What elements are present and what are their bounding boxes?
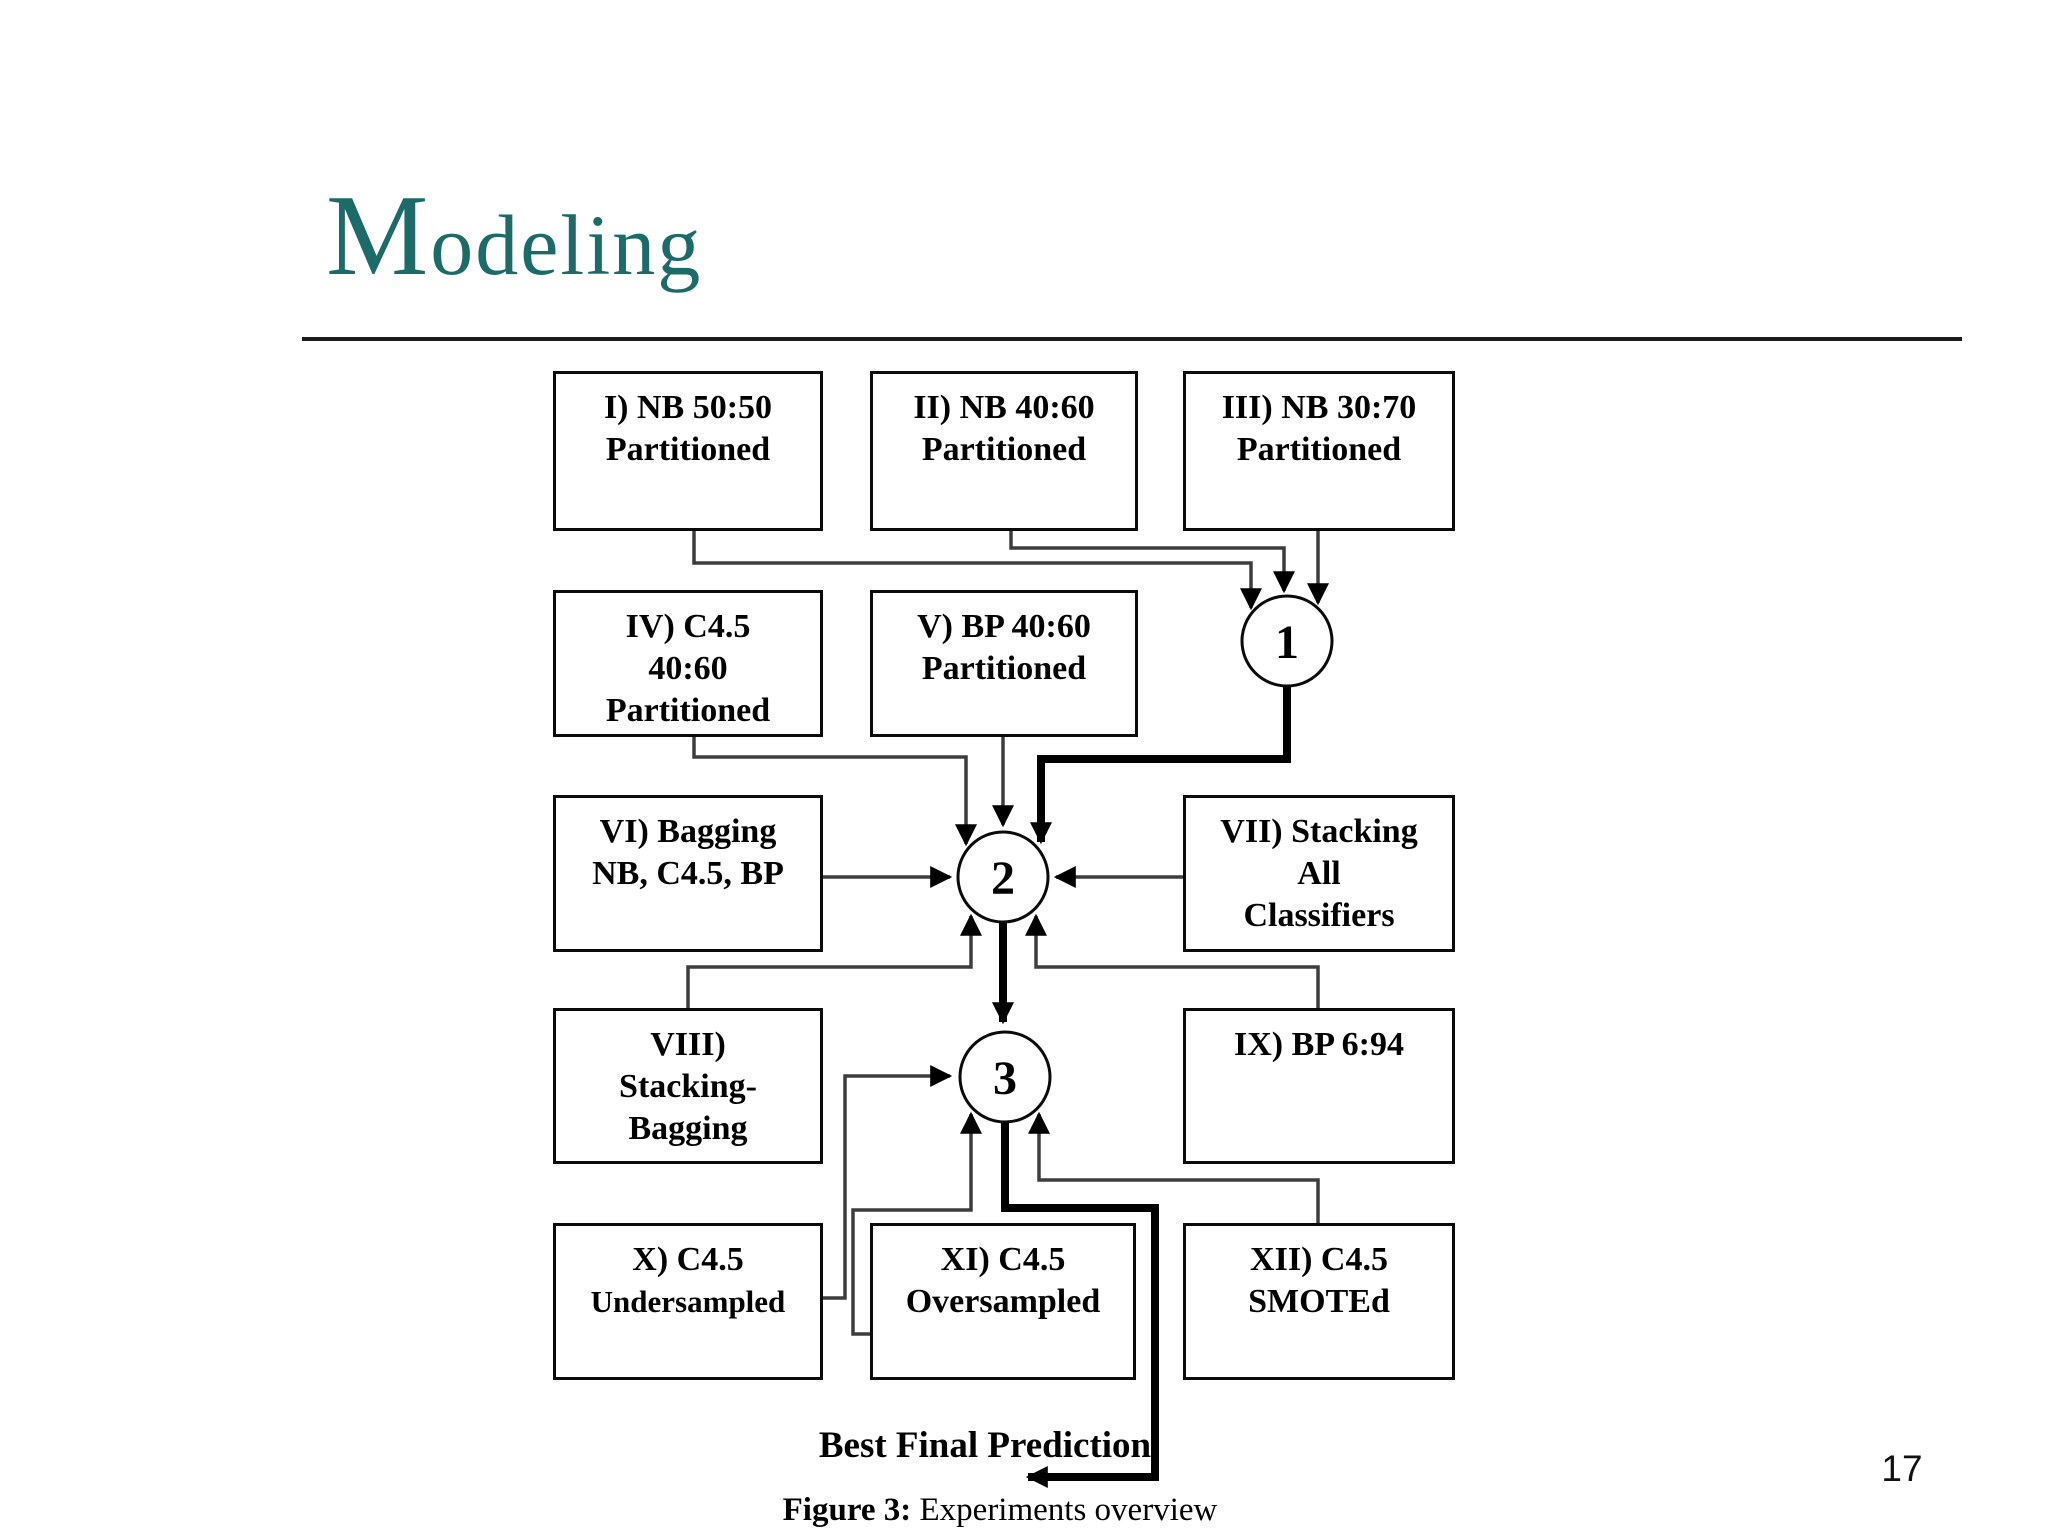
box-VI-line2: NB, C4.5, BP (592, 855, 784, 892)
merge-node-1 (1240, 594, 1334, 688)
box-III-line2: Partitioned (1236, 431, 1402, 468)
box-VII-line3: Classifiers (1243, 897, 1395, 934)
merge-node-3 (958, 1030, 1052, 1124)
box-I-line2: Partitioned (605, 431, 771, 468)
merge-node-2-label: 2 (991, 852, 1015, 905)
box-IV-line2: 40:60 (648, 650, 728, 687)
box-VIII-line1: VIII) (650, 1026, 726, 1063)
connector-II-to-node1 (1009, 531, 1295, 594)
slide-title: Modeling (326, 172, 703, 299)
connector-IV-to-node2 (692, 737, 977, 847)
box-X-line1: X) C4.5 (632, 1241, 744, 1278)
connector-node3-to-best-final (1001, 1122, 1159, 1488)
box-V-line1: V) BP 40:60 (917, 608, 1091, 645)
connector-VIII-to-node2 (686, 913, 982, 1008)
experiment-box-III: III) NB 30:70 Partitioned (1183, 371, 1455, 531)
box-VII-line2: All (1297, 855, 1341, 892)
experiment-box-VI: VI) Bagging NB, C4.5, BP (553, 795, 823, 952)
box-II-line2: Partitioned (921, 431, 1087, 468)
connector-XI-to-node3 (851, 1111, 982, 1336)
box-V-line2: Partitioned (921, 650, 1087, 687)
experiment-box-II: II) NB 40:60 Partitioned (870, 371, 1138, 531)
box-VIII-line2: Stacking- (619, 1068, 757, 1105)
connector-I-to-node1 (692, 531, 1262, 611)
page-number: 17 (1881, 1448, 1923, 1489)
merge-node-2 (956, 830, 1050, 924)
figure-caption: Figure 3: Experiments overview (700, 1492, 1300, 1529)
box-XII-line1: XII) C4.5 (1250, 1241, 1388, 1278)
title-underline (302, 337, 1962, 341)
connector-X-to-node3 (823, 1065, 953, 1300)
best-final-prediction-label: Best Final Prediction (818, 1425, 1152, 1466)
box-IV-line3: Partitioned (605, 692, 771, 729)
experiment-box-X: X) C4.5 Undersampled (553, 1223, 823, 1380)
experiment-box-XI: XI) C4.5 Oversampled (870, 1223, 1136, 1380)
box-III-line1: III) NB 30:70 (1221, 389, 1417, 426)
experiment-box-IX: IX) BP 6:94 (1183, 1008, 1455, 1164)
connector-XII-to-node3 (1028, 1111, 1320, 1223)
experiment-box-V: V) BP 40:60 Partitioned (870, 590, 1138, 737)
connector-node1-to-node2 (1030, 686, 1291, 845)
figure-caption-label: Figure 3: (782, 1492, 912, 1528)
box-XII-line2: SMOTEd (1248, 1283, 1390, 1320)
box-VIII-line3: Bagging (628, 1110, 748, 1147)
merge-node-3-label: 3 (993, 1052, 1017, 1105)
experiment-box-XII: XII) C4.5 SMOTEd (1183, 1223, 1455, 1380)
box-VII-line1: VII) Stacking (1220, 813, 1418, 850)
box-I-line1: I) NB 50:50 (603, 389, 773, 426)
figure-caption-text: Experiments overview (911, 1492, 1218, 1528)
box-VI-line1: VI) Bagging (599, 813, 777, 850)
experiment-box-VII: VII) Stacking All Classifiers (1183, 795, 1455, 952)
box-II-line1: II) NB 40:60 (913, 389, 1095, 426)
experiment-box-I: I) NB 50:50 Partitioned (553, 371, 823, 531)
connector-IX-to-node2 (1025, 913, 1320, 1008)
experiment-box-VIII: VIII) Stacking- Bagging (553, 1008, 823, 1164)
box-X-line2: Undersampled (590, 1284, 786, 1319)
box-IX-line1: IX) BP 6:94 (1234, 1026, 1404, 1063)
box-IV-line1: IV) C4.5 (625, 608, 751, 645)
box-XI-line2: Oversampled (905, 1283, 1101, 1320)
box-XI-line1: XI) C4.5 (940, 1241, 1066, 1278)
experiment-box-IV: IV) C4.5 40:60 Partitioned (553, 590, 823, 737)
merge-node-1-label: 1 (1275, 616, 1299, 669)
